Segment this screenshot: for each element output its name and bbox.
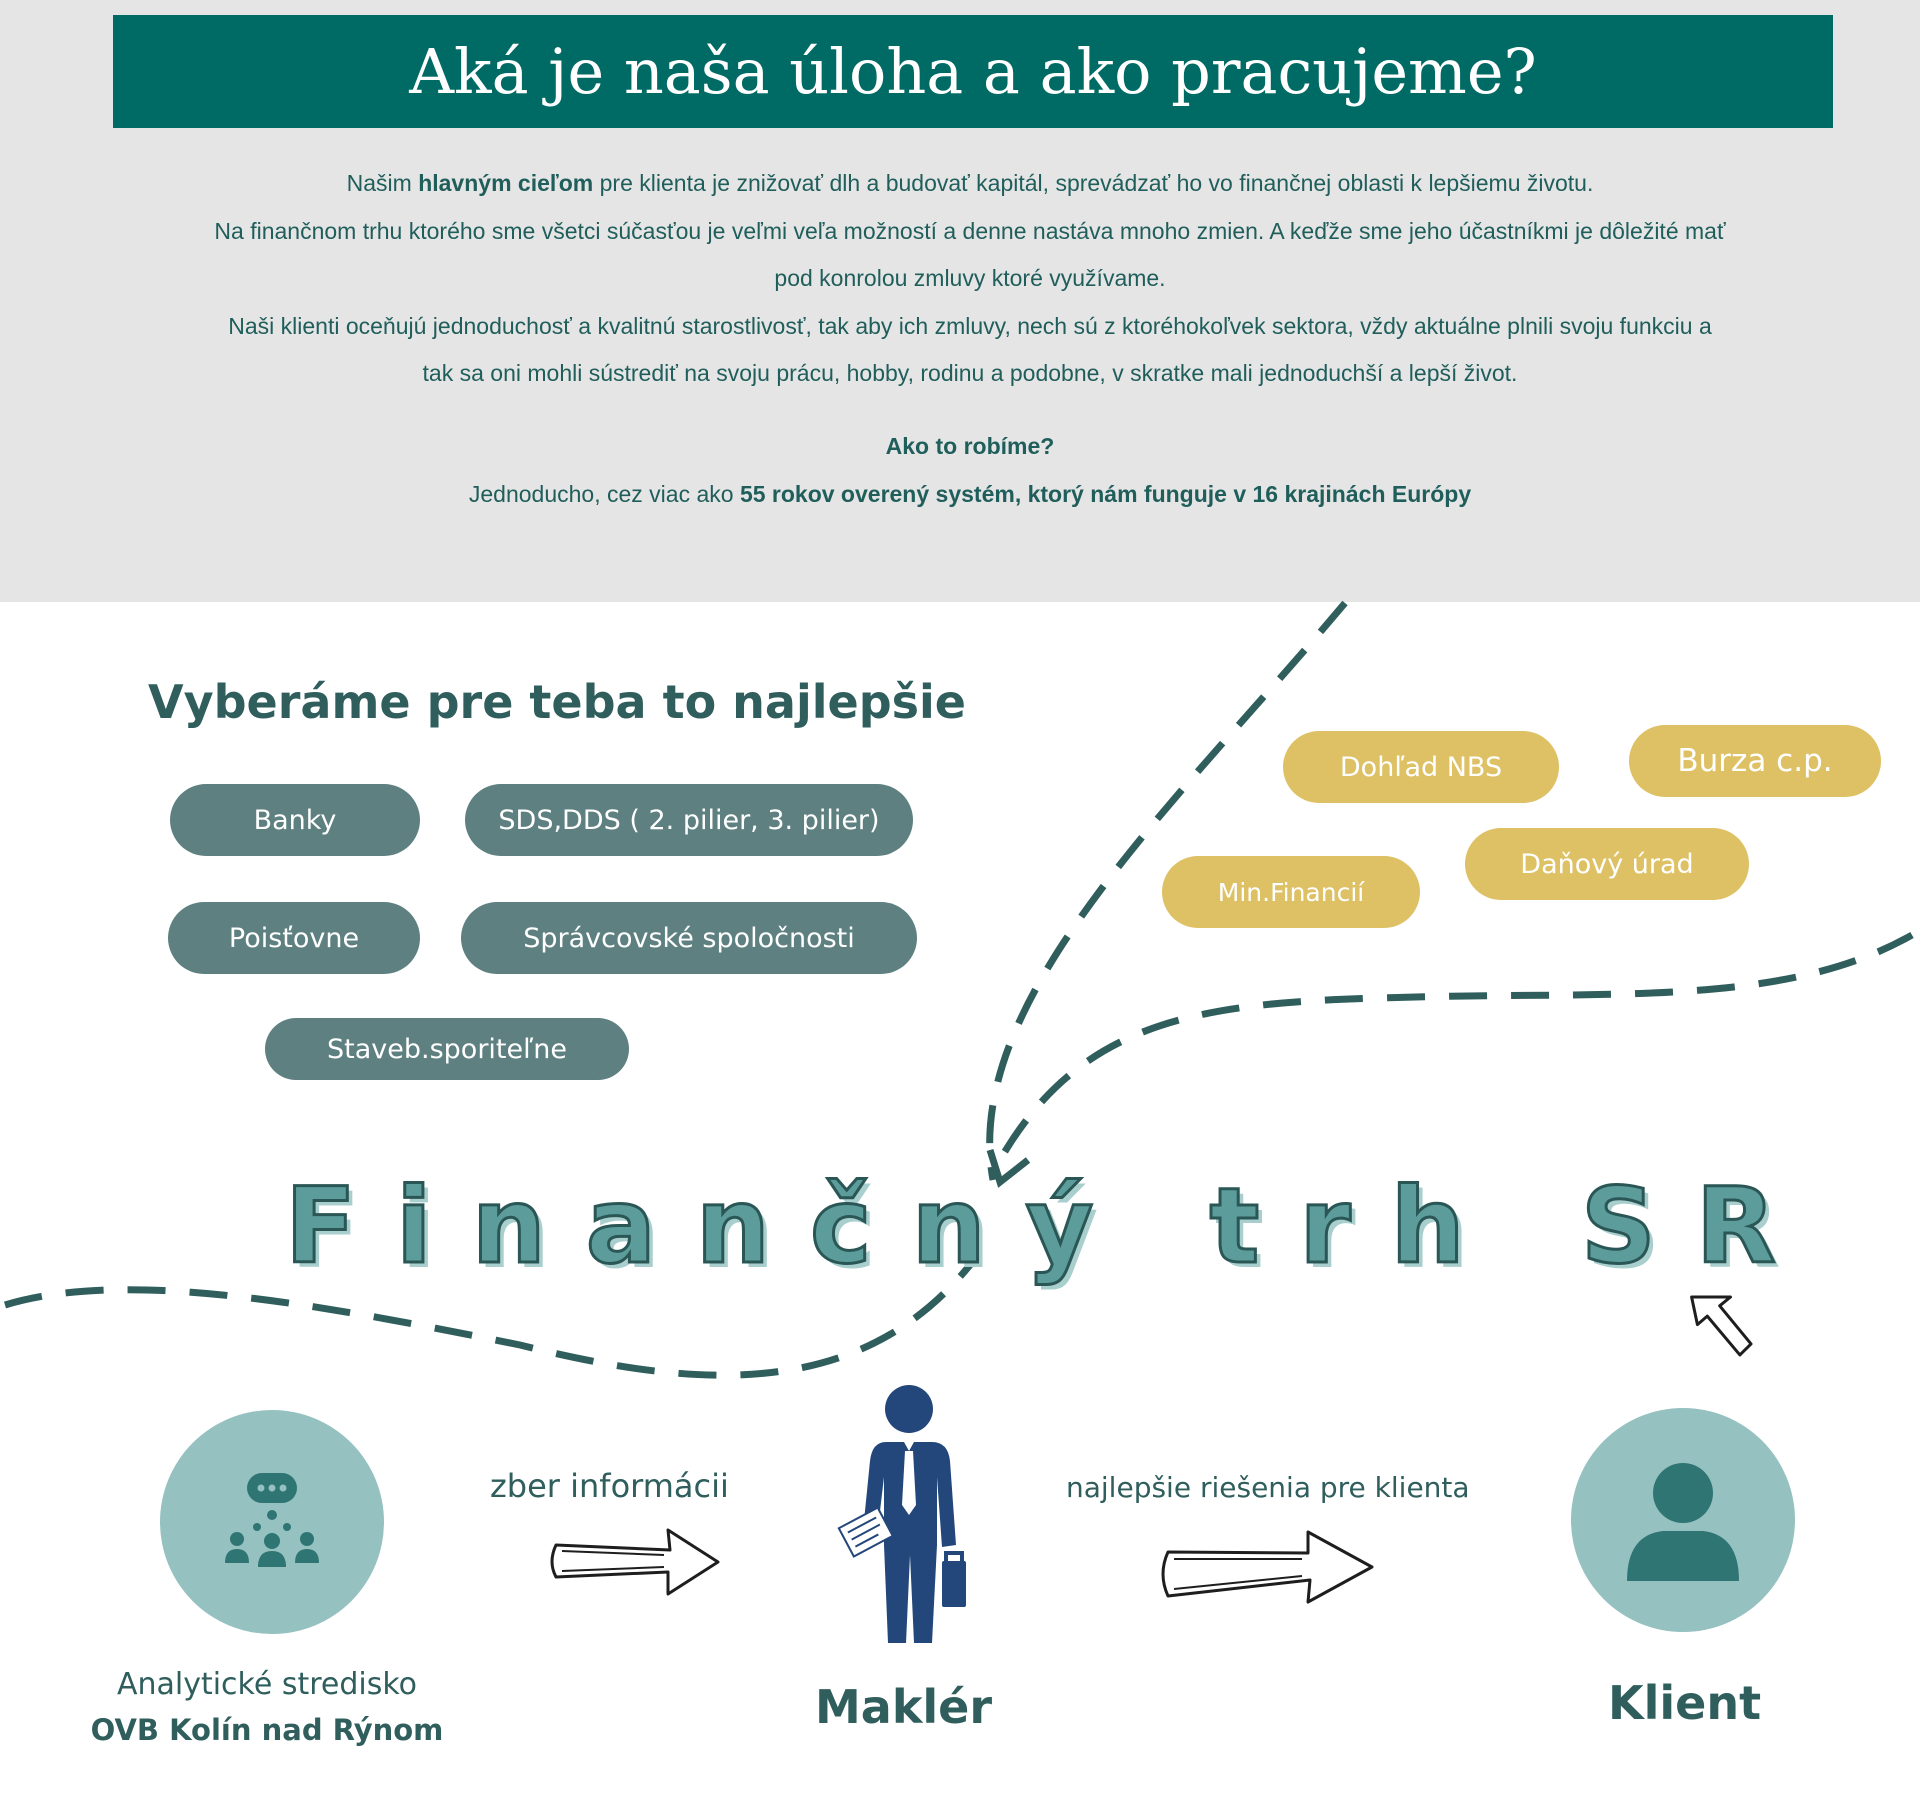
pointer-arrow-icon — [1690, 1295, 1753, 1357]
intro-section: Aká je naša úloha a ako pracujeme? Našim… — [0, 0, 1920, 602]
intro-paragraph-clients: Naši klienti oceňujú jednoduchosť a kval… — [228, 312, 1712, 387]
arrow-right-icon — [1161, 1530, 1374, 1604]
how-we-do-it: Ako to robíme? Jednoducho, cez viac ako … — [150, 422, 1790, 518]
how-text: Jednoducho, cez viac ako 55 rokov overen… — [468, 481, 1472, 507]
team-network-icon — [225, 1473, 319, 1567]
user-icon — [1627, 1463, 1739, 1581]
analytic-center-circle — [160, 1410, 384, 1634]
page-title: Aká je naša úloha a ako pracujeme? — [409, 35, 1537, 108]
how-heading: Ako to robíme? — [885, 433, 1055, 459]
broker-label: Maklér — [815, 1680, 993, 1734]
broker-figure-icon — [837, 1385, 966, 1643]
pill-stock-exchange: Burza c.p. — [1629, 725, 1881, 797]
dashed-path-right — [996, 931, 1914, 1162]
client-circle — [1571, 1408, 1795, 1632]
analytic-center-name: OVB Kolín nad Rýnom — [90, 1713, 444, 1747]
pill-banky: Banky — [170, 784, 420, 856]
market-title: Finančný trh SR — [284, 1164, 1816, 1289]
pill-ministry-finance: Min.Financií — [1162, 856, 1420, 928]
arrow-label-collect-info: zber informácii — [490, 1467, 729, 1505]
arrow-label-best-solutions: najlepšie riešenia pre klienta — [1066, 1471, 1470, 1504]
analytic-center-label: Analytické stredisko — [116, 1667, 418, 1702]
client-label: Klient — [1608, 1676, 1762, 1730]
intro-paragraph-goal: Našim hlavným cieľom pre klienta je zniž… — [346, 170, 1594, 196]
pill-nbs-supervision: Dohľad NBS — [1283, 731, 1559, 803]
pill-asset-managers: Správcovské spoločnosti — [461, 902, 917, 974]
intro-text: Našim hlavným cieľom pre klienta je zniž… — [150, 160, 1790, 398]
title-banner: Aká je naša úloha a ako pracujeme? — [113, 15, 1833, 128]
intro-paragraph-market: Na finančnom trhu ktorého sme všetci súč… — [214, 217, 1726, 292]
arrow-right-icon — [550, 1528, 720, 1596]
pill-pension-funds: SDS,DDS ( 2. pilier, 3. pilier) — [465, 784, 913, 856]
pill-poistovne: Poisťovne — [168, 902, 420, 974]
pill-tax-office: Daňový úrad — [1465, 828, 1749, 900]
pill-building-savings: Staveb.sporiteľne — [265, 1018, 629, 1080]
infographic-subheading: Vyberáme pre teba to najlepšie — [148, 675, 966, 729]
